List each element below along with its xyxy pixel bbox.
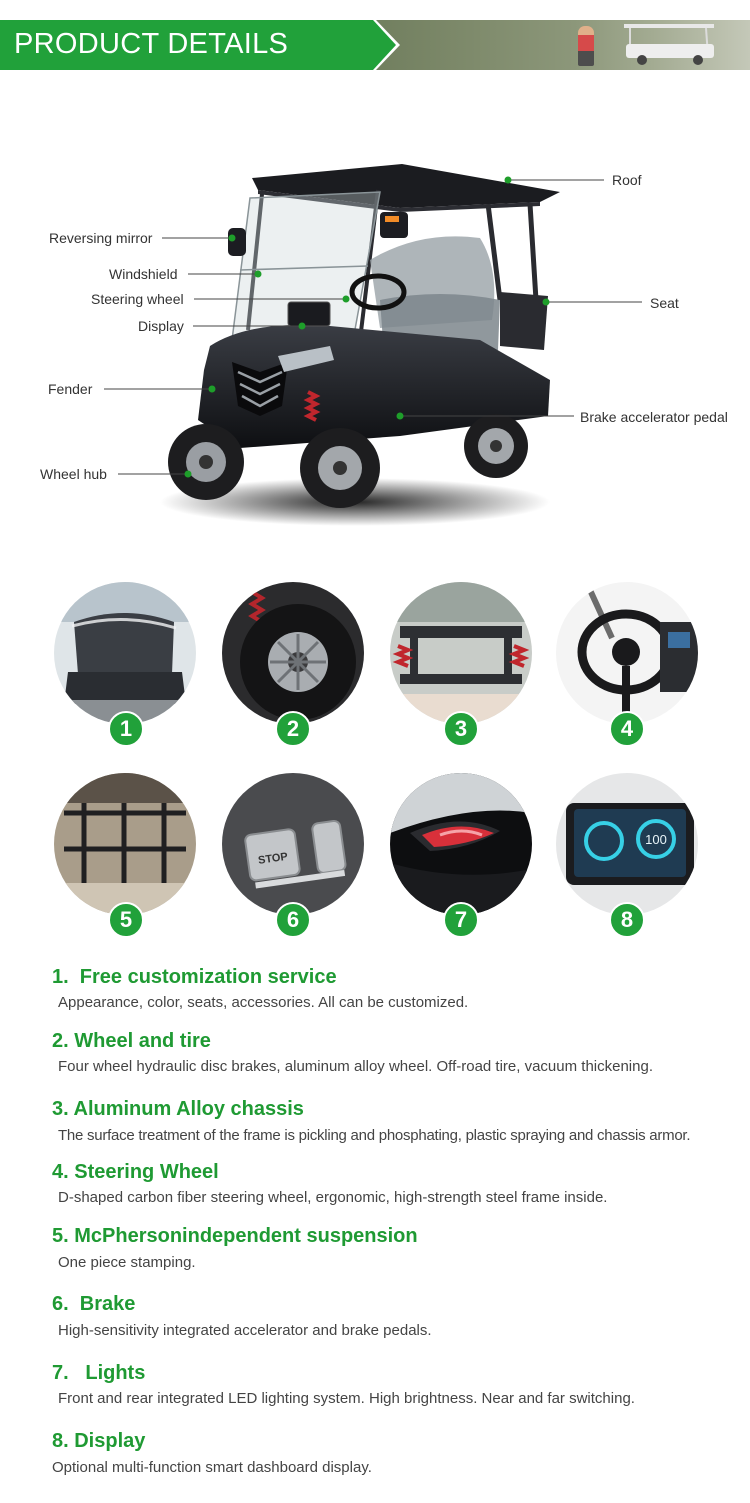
thumbnail-display: 100 xyxy=(556,773,698,915)
callout-steering-wheel: Steering wheel xyxy=(91,291,184,307)
callout-seat: Seat xyxy=(650,295,679,311)
page-title: PRODUCT DETAILS xyxy=(14,28,289,60)
thumbnail-suspension xyxy=(54,773,196,915)
thumbnail-badge-2: 2 xyxy=(275,711,311,747)
callout-reversing-mirror: Reversing mirror xyxy=(49,230,153,246)
callout-wheel-hub: Wheel hub xyxy=(40,466,107,482)
golf-cart-illustration xyxy=(104,164,642,526)
thumbnail-badge-7: 7 xyxy=(443,902,479,938)
thumbnail-chassis xyxy=(390,582,532,724)
thumbnail-badge-4: 4 xyxy=(609,711,645,747)
feature-6-description: High-sensitivity integrated accelerator … xyxy=(58,1322,432,1339)
seat-photo xyxy=(54,582,196,724)
light-photo xyxy=(390,773,532,915)
feature-1-description: Appearance, color, seats, accessories. A… xyxy=(58,994,469,1011)
banner-arrow-shape xyxy=(0,20,400,70)
chassis-photo xyxy=(390,582,532,724)
thumbnail-steering-wheel xyxy=(556,582,698,724)
thumbnail-badge-5: 5 xyxy=(108,902,144,938)
thumbnail-badge-6: 6 xyxy=(275,902,311,938)
cart-parts-diagram: Roof Reversing mirror Windshield Steerin… xyxy=(0,150,750,540)
pedals-photo: STOP xyxy=(222,773,364,915)
callout-fender: Fender xyxy=(48,381,93,397)
thumbnail-badge-1: 1 xyxy=(108,711,144,747)
banner-golf-photo xyxy=(360,20,750,70)
callout-windshield: Windshield xyxy=(109,266,178,282)
banner-cart-icon xyxy=(624,24,714,65)
feature-4-title: 4. Steering Wheel xyxy=(52,1161,219,1183)
thumbnail-tire xyxy=(222,582,364,724)
feature-7-title: 7. Lights xyxy=(52,1362,146,1384)
feature-6-title: 6. Brake xyxy=(52,1293,136,1315)
tire-photo xyxy=(222,582,364,724)
product-details-banner: PRODUCT DETAILS xyxy=(0,20,750,70)
thumbnail-seat xyxy=(54,582,196,724)
feature-8-description: Optional multi-function smart dashboard … xyxy=(52,1459,372,1476)
feature-2-title: 2. Wheel and tire xyxy=(52,1030,211,1052)
callout-brake-accelerator-pedal: Brake accelerator pedal xyxy=(580,409,728,425)
thumbnail-badge-8: 8 xyxy=(609,902,645,938)
feature-8-title: 8. Display xyxy=(52,1430,146,1452)
feature-5-title: 5. McPhersonindependent suspension xyxy=(52,1225,418,1247)
feature-5-description: One piece stamping. xyxy=(58,1254,196,1271)
thumbnail-lights xyxy=(390,773,532,915)
feature-3-title: 3. Aluminum Alloy chassis xyxy=(52,1098,304,1120)
feature-7-description: Front and rear integrated LED lighting s… xyxy=(58,1390,635,1407)
feature-1-title: 1. Free customization service xyxy=(52,966,337,988)
pedal-stop-label: STOP xyxy=(257,851,288,867)
golfer-figure xyxy=(578,26,594,66)
feature-2-description: Four wheel hydraulic disc brakes, alumin… xyxy=(58,1058,653,1075)
display-speed-reading: 100 xyxy=(645,832,667,847)
thumbnail-pedals: STOP xyxy=(222,773,364,915)
callout-roof: Roof xyxy=(612,172,642,188)
feature-3-description: The surface treatment of the frame is pi… xyxy=(58,1127,691,1144)
suspension-photo xyxy=(54,773,196,915)
callout-display: Display xyxy=(138,318,184,334)
feature-4-description: D-shaped carbon fiber steering wheel, er… xyxy=(58,1189,608,1206)
display-photo: 100 xyxy=(556,773,698,915)
steering-wheel-photo xyxy=(556,582,698,724)
thumbnail-badge-3: 3 xyxy=(443,711,479,747)
